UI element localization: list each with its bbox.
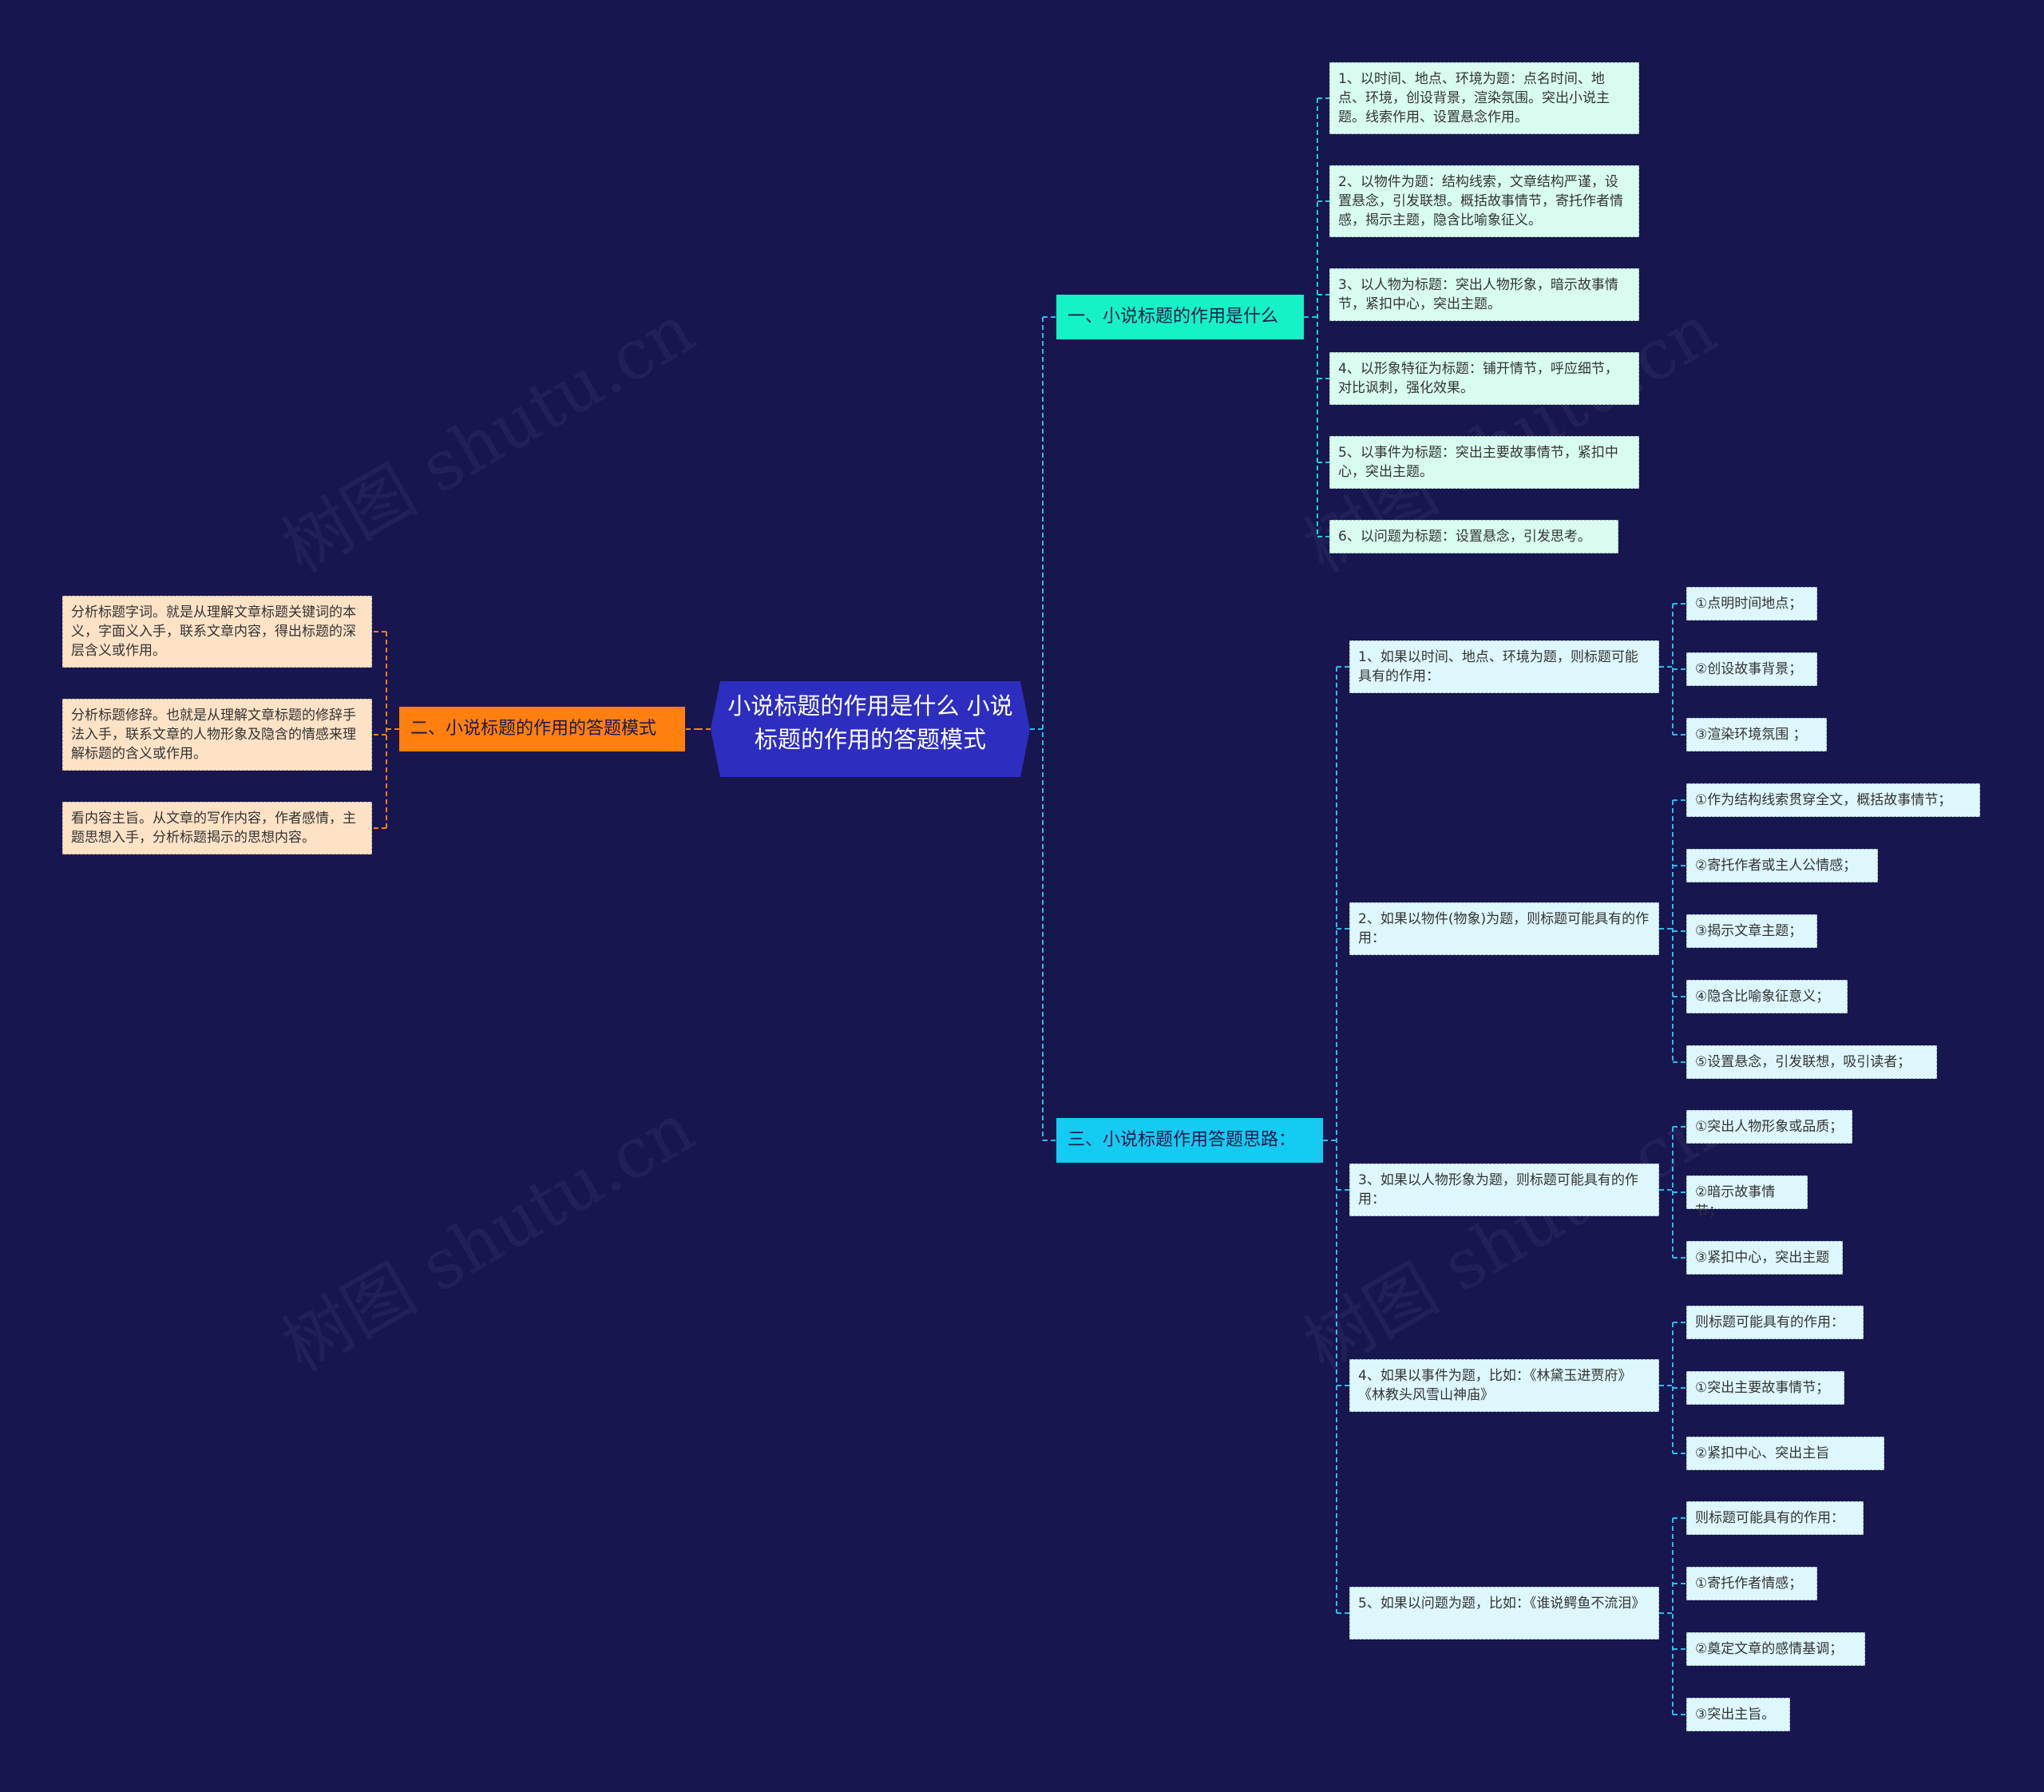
approach-3-item[interactable]: ①突出人物形象或品质；: [1686, 1110, 1852, 1144]
approach-4-item[interactable]: ②紧扣中心、突出主旨: [1686, 1437, 1884, 1470]
approach-group-1[interactable]: 1、如果以时间、地点、环境为题，则标题可能具有的作用：: [1349, 640, 1659, 693]
approach-5-item[interactable]: 则标题可能具有的作用：: [1686, 1501, 1864, 1535]
approach-1-item[interactable]: ③渲染环境氛围 ；: [1686, 718, 1827, 751]
approach-group-2[interactable]: 2、如果以物件(物象)为题，则标题可能具有的作用：: [1349, 902, 1659, 955]
approach-3-item[interactable]: ②暗示故事情节；: [1686, 1176, 1808, 1219]
root-topic[interactable]: 小说标题的作用是什么 小说标题的作用的答题模式: [711, 681, 1030, 777]
pattern-item-2[interactable]: 分析标题修辞。也就是从理解文章标题的修辞手法入手，联系文章的人物形象及隐含的情感…: [62, 699, 372, 771]
purpose-item-1[interactable]: 1、以时间、地点、环境为题：点名时间、地点、环境，创设背景，渲染氛围。突出小说主…: [1329, 62, 1639, 134]
approach-5-item[interactable]: ②奠定文章的感情基调；: [1686, 1632, 1865, 1666]
approach-2-item[interactable]: ①作为结构线索贯穿全文，概括故事情节；: [1686, 783, 1980, 817]
approach-5-item[interactable]: ①寄托作者情感；: [1686, 1567, 1817, 1600]
pattern-item-3[interactable]: 看内容主旨。从文章的写作内容，作者感情，主题思想入手，分析标题揭示的思想内容。: [62, 802, 372, 854]
branch-title-purpose[interactable]: 一、小说标题的作用是什么: [1056, 295, 1304, 339]
approach-1-item[interactable]: ②创设故事背景；: [1686, 652, 1817, 686]
approach-group-3[interactable]: 3、如果以人物形象为题，则标题可能具有的作用：: [1349, 1164, 1659, 1216]
purpose-item-6[interactable]: 6、以问题为标题：设置悬念，引发思考。: [1329, 520, 1618, 553]
branch-answer-pattern[interactable]: 二、小说标题的作用的答题模式: [399, 707, 685, 751]
purpose-item-2[interactable]: 2、以物件为题：结构线索，文章结构严谨，设置悬念，引发联想。概括故事情节，寄托作…: [1329, 165, 1639, 237]
approach-2-item[interactable]: ⑤设置悬念，引发联想，吸引读者；: [1686, 1045, 1937, 1079]
branch-answer-approach[interactable]: 三、小说标题作用答题思路：: [1056, 1118, 1323, 1163]
approach-2-item[interactable]: ③揭示文章主题；: [1686, 914, 1817, 948]
purpose-item-4[interactable]: 4、以形象特征为标题：铺开情节，呼应细节，对比讽刺，强化效果。: [1329, 352, 1639, 405]
pattern-item-1[interactable]: 分析标题字词。就是从理解文章标题关键词的本义，字面义入手，联系文章内容，得出标题…: [62, 596, 372, 668]
approach-4-item[interactable]: ①突出主要故事情节；: [1686, 1371, 1844, 1405]
purpose-item-3[interactable]: 3、以人物为标题：突出人物形象，暗示故事情节，紧扣中心，突出主题。: [1329, 268, 1639, 321]
approach-2-item[interactable]: ②寄托作者或主人公情感；: [1686, 849, 1878, 882]
approach-group-4[interactable]: 4、如果以事件为题，比如：《林黛玉进贾府》《林教头风雪山神庙》: [1349, 1359, 1659, 1412]
purpose-item-5[interactable]: 5、以事件为标题：突出主要故事情节，紧扣中心，突出主题。: [1329, 436, 1639, 489]
approach-5-item[interactable]: ③突出主旨。: [1686, 1698, 1790, 1731]
approach-group-5[interactable]: 5、如果以问题为题，比如：《谁说鳄鱼不流泪》: [1349, 1587, 1659, 1639]
approach-3-item[interactable]: ③紧扣中心，突出主题: [1686, 1241, 1843, 1275]
approach-1-item[interactable]: ①点明时间地点；: [1686, 587, 1817, 620]
approach-2-item[interactable]: ④隐含比喻象征意义；: [1686, 980, 1848, 1013]
approach-4-item[interactable]: 则标题可能具有的作用：: [1686, 1306, 1864, 1339]
